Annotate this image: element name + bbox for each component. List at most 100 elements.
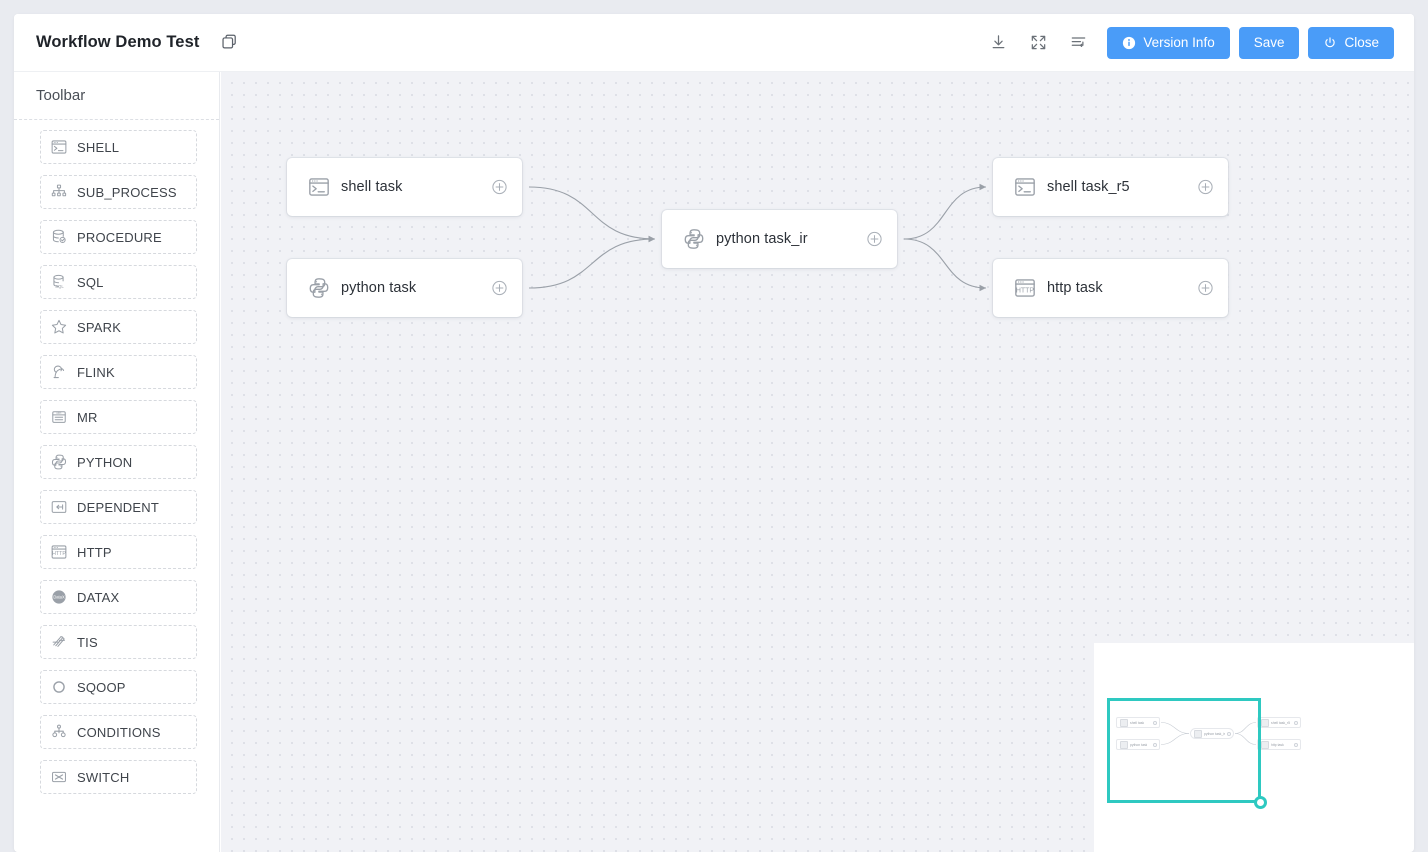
- conditions-icon: [41, 723, 77, 741]
- edge-python-task-ir-to-http-task[interactable]: [903, 238, 987, 292]
- toolbar-item-list: SHELL SUB_PROCESS PROCEDURE SQL SQL SPARK FLIN…: [14, 120, 219, 794]
- save-button[interactable]: Save: [1238, 26, 1300, 59]
- svg-text:HTTP: HTTP: [52, 551, 66, 557]
- minimap-node-port: [1294, 720, 1298, 725]
- switch-icon: [41, 768, 77, 786]
- edge-python-task-to-python-task-ir[interactable]: [528, 235, 656, 289]
- toolbar-item-label: MR: [77, 409, 98, 425]
- minimap-node-icon: [1261, 740, 1269, 749]
- node-python-task[interactable]: python task: [287, 259, 522, 317]
- minimap-node: python task: [1116, 739, 1160, 750]
- python-icon: [41, 453, 77, 471]
- toolbar-item-mr[interactable]: MR MR: [40, 400, 197, 434]
- toolbar-item-label: DEPENDENT: [77, 499, 159, 515]
- node-output-port[interactable]: [866, 231, 883, 248]
- node-output-port[interactable]: [1197, 179, 1214, 196]
- node-output-port[interactable]: [491, 280, 508, 297]
- close-label: Close: [1344, 35, 1379, 50]
- download-icon[interactable]: [978, 26, 1018, 60]
- svg-text:MR: MR: [56, 411, 62, 415]
- toolbar-item-label: FLINK: [77, 364, 115, 380]
- toolbar-item-label: TIS: [77, 634, 98, 650]
- tis-icon: [41, 633, 77, 651]
- minimap-node-label: shell task_r5: [1271, 720, 1291, 725]
- close-button[interactable]: Close: [1308, 26, 1394, 59]
- toolbar-item-spark[interactable]: SPARK: [40, 310, 197, 344]
- header-actions: Version Info Save Close: [978, 26, 1394, 60]
- minimap-edge-layer: [1160, 722, 1257, 745]
- minimap-node-port: [1153, 742, 1157, 747]
- toolbar-item-procedure[interactable]: PROCEDURE: [40, 220, 197, 254]
- node-output-port[interactable]: [1197, 280, 1214, 297]
- info-circle-icon: [1122, 36, 1136, 50]
- toolbar-item-label: SHELL: [77, 139, 120, 155]
- node-shell-task-r5[interactable]: shell task_r5: [993, 158, 1228, 216]
- python-icon: [672, 227, 716, 251]
- minimap-node-label: python task_ir: [1204, 731, 1226, 736]
- minimap-node-label: http task: [1271, 742, 1284, 747]
- toolbar-item-sub_process[interactable]: SUB_PROCESS: [40, 175, 197, 209]
- node-label: python task: [341, 280, 417, 296]
- svg-text:SQL: SQL: [55, 284, 64, 289]
- shell-icon: [297, 175, 341, 199]
- svg-text:HTTP: HTTP: [1016, 287, 1035, 294]
- minimap-resize-handle[interactable]: [1254, 796, 1267, 809]
- toolbar-item-label: SWITCH: [77, 769, 130, 785]
- mr-icon: MR: [41, 408, 77, 426]
- minimap-node: http task: [1257, 739, 1301, 750]
- edge-layer: [528, 183, 987, 292]
- workflow-editor-window: Workflow Demo Test: [14, 14, 1414, 852]
- node-label: python task_ir: [716, 231, 808, 247]
- toolbar-heading: Toolbar: [14, 72, 219, 120]
- toolbar-item-sqoop[interactable]: SQOOP: [40, 670, 197, 704]
- node-shell-task[interactable]: shell task: [287, 158, 522, 216]
- toolbar-item-shell[interactable]: SHELL: [40, 130, 197, 164]
- toolbar-item-dependent[interactable]: DEPENDENT: [40, 490, 197, 524]
- minimap-node-icon: [1120, 718, 1128, 727]
- node-python-task-ir[interactable]: python task_ir: [662, 210, 897, 268]
- power-icon: [1323, 36, 1337, 50]
- version-info-button[interactable]: Version Info: [1107, 26, 1230, 59]
- http-icon: HTTP: [41, 543, 77, 561]
- edge-python-task-ir-to-shell-task-r5[interactable]: [903, 183, 987, 240]
- toolbar-item-tis[interactable]: TIS: [40, 625, 197, 659]
- toolbar-item-python[interactable]: PYTHON: [40, 445, 197, 479]
- minimap-node: shell task: [1116, 717, 1160, 728]
- flink-icon: [41, 363, 77, 381]
- sql-icon: SQL: [41, 273, 77, 291]
- node-output-port[interactable]: [491, 179, 508, 196]
- toolbar-item-sql[interactable]: SQL SQL: [40, 265, 197, 299]
- minimap[interactable]: shell task python task python task_ir shell…: [1094, 643, 1414, 852]
- minimap-viewport[interactable]: [1107, 698, 1261, 803]
- toolbar-item-label: SQL: [77, 274, 104, 290]
- copy-icon[interactable]: [219, 33, 239, 53]
- format-dag-icon[interactable]: [1058, 26, 1098, 60]
- node-label: shell task: [341, 179, 403, 195]
- toolbar-item-label: PROCEDURE: [77, 229, 162, 245]
- spark-icon: [41, 318, 77, 336]
- edge-shell-task-to-python-task-ir[interactable]: [528, 186, 656, 243]
- sqoop-icon: [41, 678, 77, 696]
- shell-icon: [1003, 175, 1047, 199]
- shell-icon: [41, 138, 77, 156]
- page-title: Workflow Demo Test: [36, 33, 200, 51]
- toolbar-item-conditions[interactable]: CONDITIONS: [40, 715, 197, 749]
- http-icon: HTTP: [1003, 276, 1047, 300]
- app-header: Workflow Demo Test: [14, 14, 1414, 72]
- toolbar-item-flink[interactable]: FLINK: [40, 355, 197, 389]
- python-icon: [297, 276, 341, 300]
- minimap-node-port: [1153, 720, 1157, 725]
- minimap-node-icon: [1120, 740, 1128, 749]
- fullscreen-icon[interactable]: [1018, 26, 1058, 60]
- minimap-node-icon: [1194, 729, 1202, 738]
- toolbar-item-label: DATAX: [77, 589, 120, 605]
- procedure-icon: [41, 228, 77, 246]
- toolbar-item-switch[interactable]: SWITCH: [40, 760, 197, 794]
- toolbar-item-label: CONDITIONS: [77, 724, 161, 740]
- toolbar-item-label: SUB_PROCESS: [77, 184, 177, 200]
